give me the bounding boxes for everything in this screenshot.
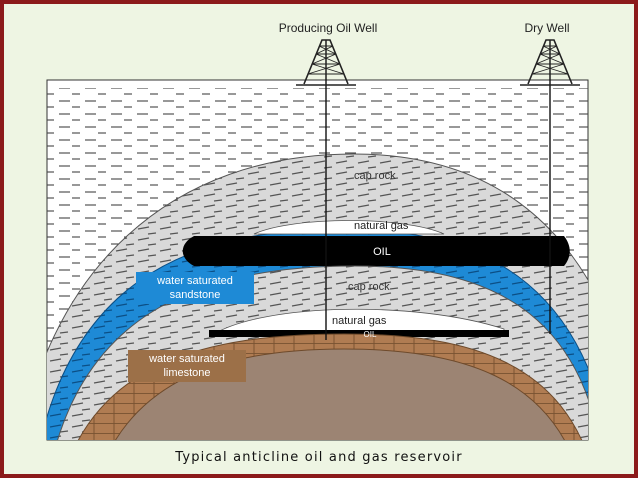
lower-natural-gas-label: natural gas (332, 315, 387, 327)
lower-oil-label: OIL (364, 330, 377, 339)
producing-well (296, 39, 356, 340)
water-limestone-label-line2: limestone (163, 367, 210, 379)
upper-natural-gas (253, 220, 445, 235)
upper-natural-gas-label: natural gas (354, 220, 409, 232)
water-sandstone-label-box (136, 272, 254, 304)
upper-oil-label: OIL (373, 246, 391, 258)
water-limestone-label-box (128, 350, 246, 382)
water-sandstone-label-line1: water saturated (156, 275, 233, 287)
lower-cap-rock-label: cap rock (348, 281, 390, 293)
upper-cap-rock-label: cap rock (354, 170, 396, 182)
lower-oil (209, 330, 509, 337)
dry-well-label: Dry Well (524, 21, 569, 35)
anticline-cross-section: Producing Oil Well Dry Well cap rock nat… (46, 21, 589, 441)
producing-well-label: Producing Oil Well (279, 21, 377, 35)
upper-oil (182, 236, 570, 266)
water-sandstone-label-line2: sandstone (170, 289, 221, 301)
dry-well (520, 39, 580, 334)
water-limestone-label-line1: water saturated (148, 353, 225, 365)
caption: Typical anticline oil and gas reservoir (175, 450, 463, 465)
lower-natural-gas (212, 308, 505, 335)
diagram-frame: Producing Oil Well Dry Well cap rock nat… (4, 4, 634, 474)
